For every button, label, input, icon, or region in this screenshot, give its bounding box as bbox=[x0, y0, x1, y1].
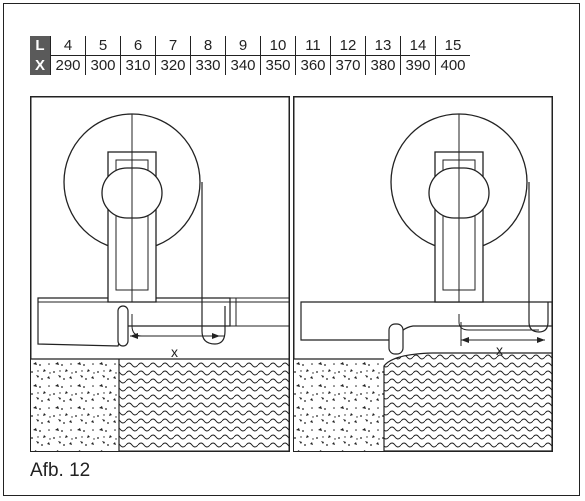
x-cell: 330 bbox=[190, 55, 226, 75]
installation-panel-plinth: x bbox=[293, 96, 553, 452]
l-cell: 6 bbox=[120, 36, 156, 56]
l-cell: 8 bbox=[190, 36, 226, 56]
x-cell: 400 bbox=[435, 55, 470, 75]
x-cell: 350 bbox=[260, 55, 296, 75]
x-cell: 360 bbox=[295, 55, 331, 75]
length-x-table: L 4 5 6 7 8 9 10 11 12 13 14 15 X 290 30… bbox=[30, 36, 470, 75]
l-cell: 13 bbox=[365, 36, 401, 56]
l-cell: 7 bbox=[155, 36, 191, 56]
x-cell: 300 bbox=[85, 55, 121, 75]
dimension-label: x bbox=[496, 342, 503, 358]
l-cell: 4 bbox=[50, 36, 86, 56]
l-cell: 5 bbox=[85, 36, 121, 56]
x-cell: 390 bbox=[400, 55, 436, 75]
concrete-screed bbox=[31, 359, 119, 451]
x-cell: 370 bbox=[330, 55, 366, 75]
installation-drawing-flat: x bbox=[30, 96, 290, 452]
concrete-screed bbox=[294, 359, 384, 451]
insulation-layer bbox=[119, 362, 289, 451]
x-cell: 340 bbox=[225, 55, 261, 75]
x-cell: 380 bbox=[365, 55, 401, 75]
l-header: L bbox=[30, 36, 51, 56]
l-cell: 12 bbox=[330, 36, 366, 56]
x-cell: 290 bbox=[50, 55, 86, 75]
l-cell: 9 bbox=[225, 36, 261, 56]
installation-panel-flat: x bbox=[30, 96, 290, 452]
l-cell: 10 bbox=[260, 36, 296, 56]
table-row-l: L 4 5 6 7 8 9 10 11 12 13 14 15 bbox=[30, 36, 470, 56]
x-cell: 320 bbox=[155, 55, 191, 75]
x-header: X bbox=[30, 55, 51, 75]
insulation-layer bbox=[383, 352, 553, 452]
dimension-label: x bbox=[171, 344, 178, 360]
table-row-x: X 290 300 310 320 330 340 350 360 370 38… bbox=[30, 55, 470, 75]
l-cell: 15 bbox=[435, 36, 470, 56]
spout-outline bbox=[528, 182, 549, 333]
panel-border bbox=[30, 96, 290, 452]
wall-plate bbox=[37, 297, 231, 347]
installation-drawing-plinth: x bbox=[293, 96, 553, 452]
wall-plate bbox=[300, 301, 553, 341]
l-cell: 11 bbox=[295, 36, 331, 56]
figure-caption: Afb. 12 bbox=[30, 460, 91, 481]
l-cell: 14 bbox=[400, 36, 436, 56]
x-cell: 310 bbox=[120, 55, 156, 75]
